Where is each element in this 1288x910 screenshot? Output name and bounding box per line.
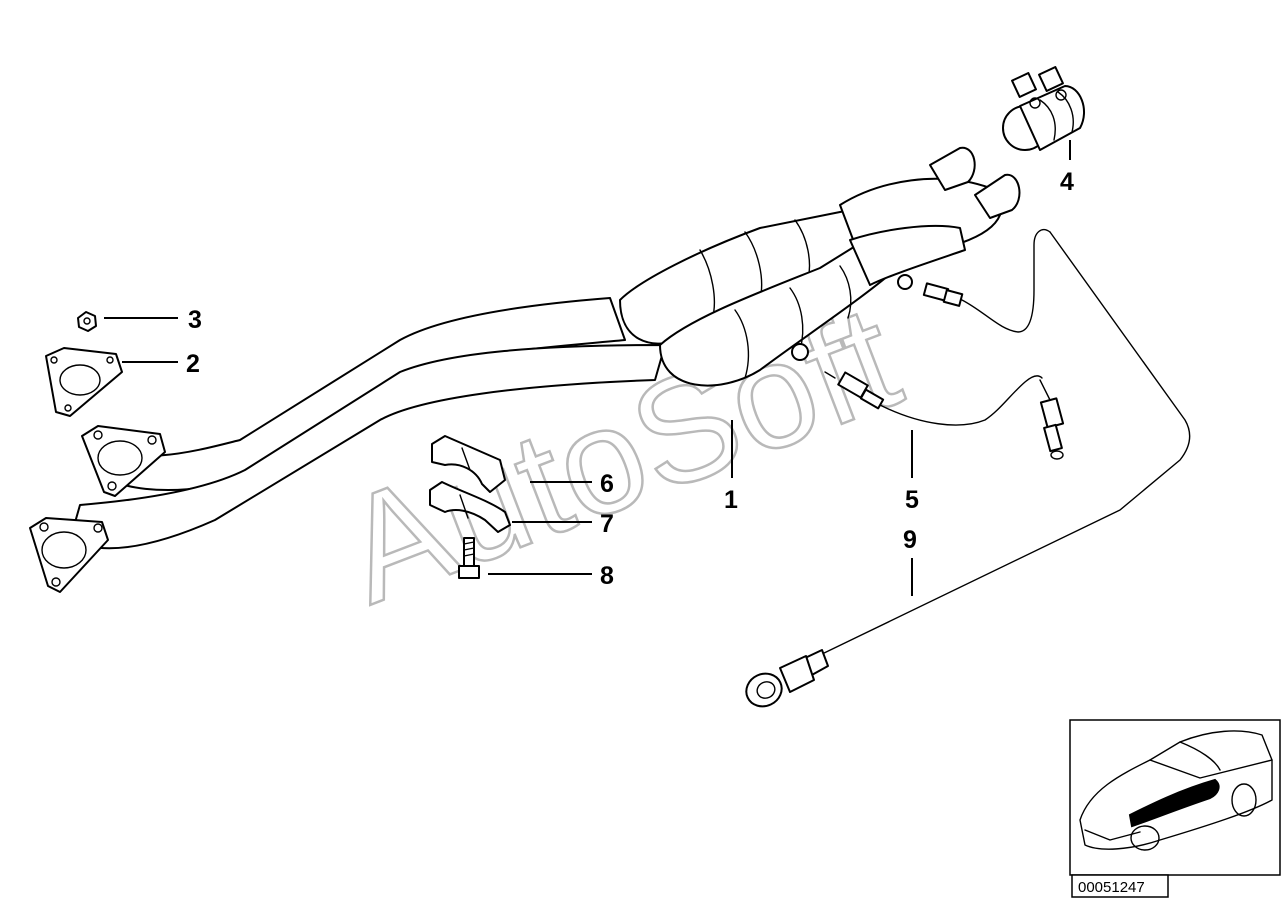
oxygen-sensor-front (824, 371, 1065, 460)
callout-2: 2 (186, 350, 200, 378)
sensor-cable (745, 231, 1191, 708)
callout-3: 3 (188, 306, 202, 334)
clamp-upper-shell (431, 435, 506, 493)
callout-6: 6 (600, 470, 614, 498)
callout-9: 9 (903, 526, 917, 554)
callout-7: 7 (600, 510, 614, 538)
callout-1: 1 (724, 486, 738, 514)
hex-nut (77, 311, 97, 332)
exhaust-pipe-assembly (29, 146, 1021, 593)
callout-4: 4 (1060, 168, 1074, 196)
reference-number: 00051247 (1078, 879, 1145, 896)
reference-number-box: 00051247 (1071, 874, 1169, 898)
pipe-clamp (1002, 66, 1085, 151)
leader-lines (104, 140, 1071, 596)
vehicle-location-thumbnail (1069, 719, 1281, 876)
callout-8: 8 (600, 562, 614, 590)
gasket (45, 347, 123, 417)
hex-bolt (458, 537, 480, 579)
oxygen-sensor-rear (922, 228, 1051, 333)
clamp-lower-shell (429, 481, 511, 533)
callout-5: 5 (905, 486, 919, 514)
